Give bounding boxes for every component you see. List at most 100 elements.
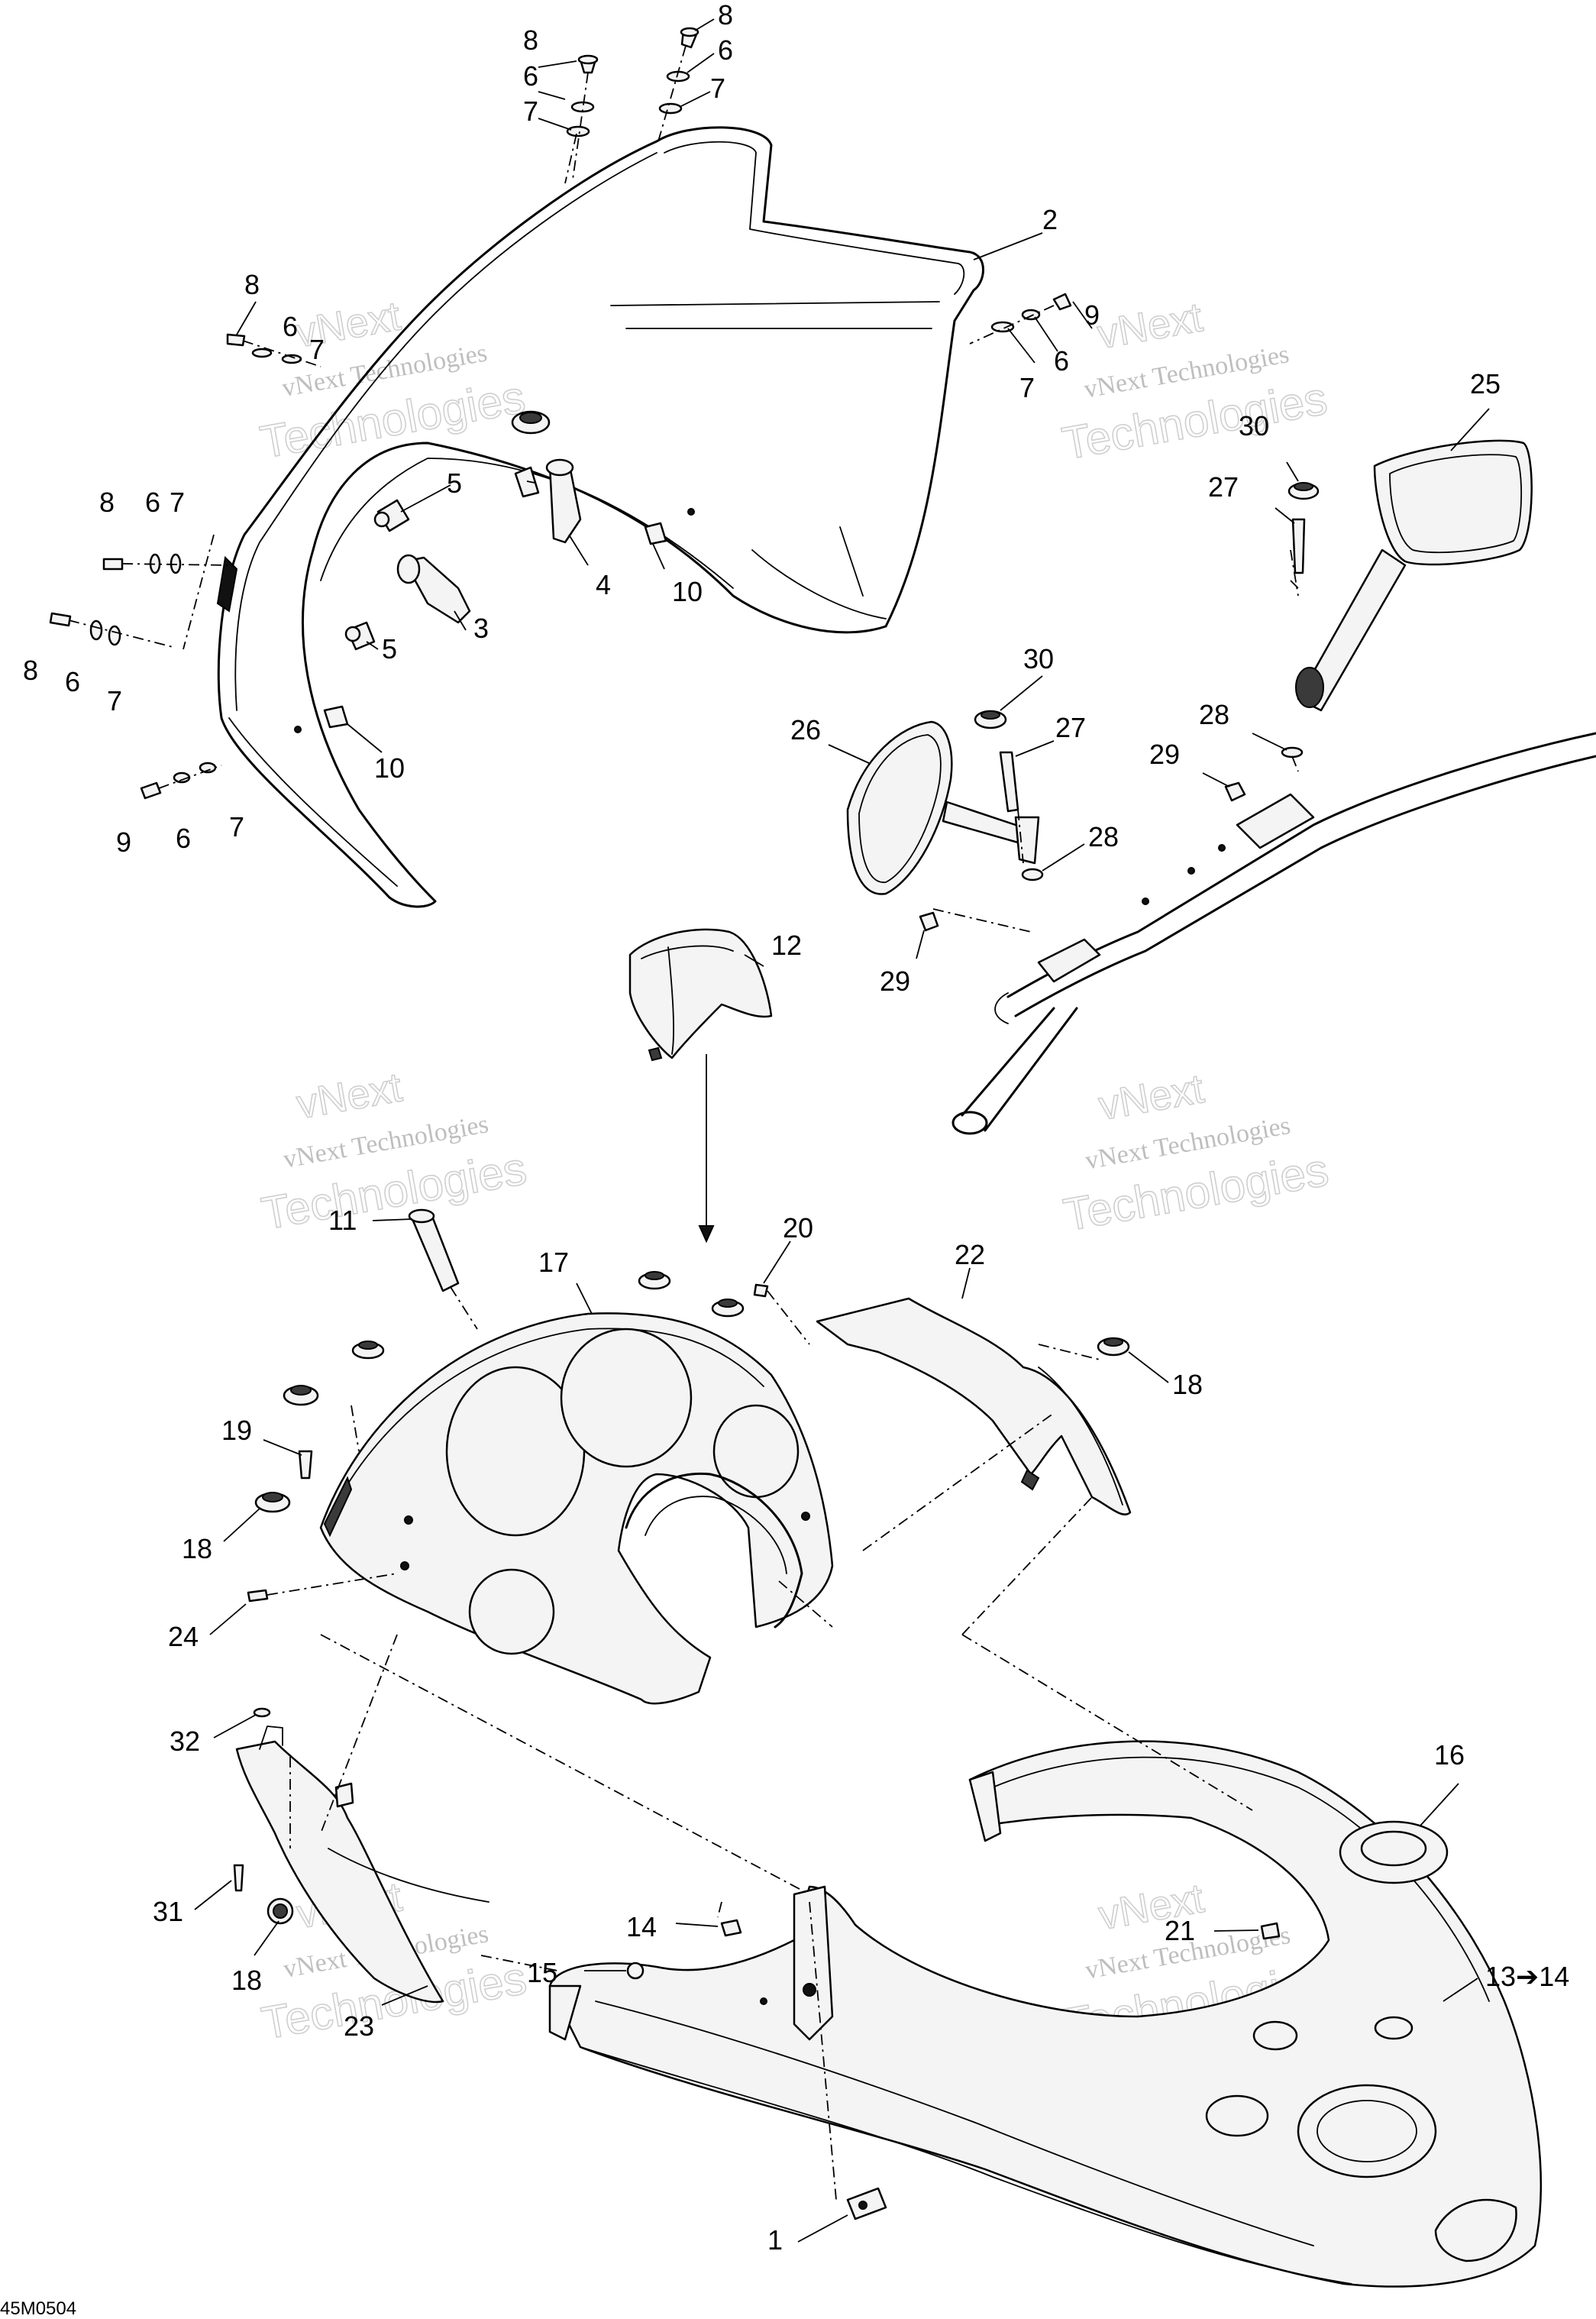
drawing-code: 45M0504 — [0, 2298, 76, 2319]
label-8-c: 8 — [244, 269, 260, 300]
label-29-a: 29 — [1149, 739, 1180, 770]
label-18-c: 18 — [231, 1965, 262, 1996]
label-6-f: 6 — [65, 666, 80, 697]
nut-29-right — [1224, 781, 1246, 802]
ring-16 — [1339, 1820, 1449, 1884]
screw-20 — [753, 1283, 810, 1345]
label-28-a: 28 — [1199, 699, 1229, 730]
label-3: 3 — [473, 613, 489, 644]
dashboard-17 — [319, 1312, 834, 1705]
label-25: 25 — [1470, 368, 1501, 399]
label-12: 12 — [771, 930, 802, 961]
label-7-f: 7 — [107, 685, 122, 716]
fastener-10a — [644, 508, 695, 545]
label-9-b: 9 — [116, 826, 131, 858]
svg-text:vNext: vNext — [1094, 294, 1206, 357]
watermark-top-left: vNext vNext Technologies Technologies — [256, 293, 529, 469]
label-24: 24 — [168, 1621, 199, 1652]
grommet-17c — [351, 1341, 385, 1360]
part-12-cover — [628, 928, 773, 1244]
label-7-b: 7 — [710, 73, 725, 104]
label-23: 23 — [344, 2010, 374, 2042]
label-10-a: 10 — [672, 576, 703, 607]
screw-15 — [626, 1962, 645, 1980]
grommet-18a — [283, 1385, 319, 1406]
label-30-a: 30 — [1239, 410, 1269, 441]
watermark-mid-left: vNext vNext Technologies Technologies — [257, 1064, 531, 1240]
svg-text:vNext: vNext — [1095, 1066, 1207, 1129]
screw-24 — [247, 1573, 398, 1603]
label-6-g: 6 — [176, 823, 191, 854]
label-21: 21 — [1165, 1915, 1195, 1946]
label-17: 17 — [538, 1247, 569, 1278]
label-28-b: 28 — [1088, 821, 1119, 852]
label-15: 15 — [527, 1957, 557, 1988]
part-11-socket — [408, 1208, 478, 1330]
label-32: 32 — [170, 1726, 200, 1757]
part-22-side-panel — [816, 1297, 1132, 1515]
label-5-a: 5 — [447, 467, 462, 499]
clip-14 — [717, 1901, 742, 1937]
label-26: 26 — [790, 714, 821, 746]
grommet-17a — [638, 1271, 671, 1290]
clip-21 — [1260, 1922, 1281, 1940]
label-10-b: 10 — [374, 752, 405, 784]
label-8-d: 8 — [99, 487, 115, 518]
label-7-c: 7 — [309, 334, 325, 365]
mirror-right-25 — [1290, 439, 1533, 712]
screw-31 — [233, 1864, 244, 1892]
windshield — [216, 126, 984, 908]
label-18-b: 18 — [182, 1533, 212, 1564]
label-1: 1 — [767, 2224, 783, 2256]
screw-stack-right — [969, 293, 1072, 344]
label-29-b: 29 — [880, 965, 910, 997]
label-22: 22 — [955, 1239, 985, 1270]
label-8-e: 8 — [23, 655, 38, 686]
fastener-grommet-top — [511, 410, 551, 435]
label-14: 14 — [626, 1911, 657, 1942]
leader-lines — [194, 18, 1490, 2243]
label-27-b: 27 — [1055, 712, 1086, 743]
nut-29-left — [919, 908, 1032, 933]
label-6-d: 6 — [1054, 345, 1069, 377]
label-13-to-14: 13➔14 — [1485, 1961, 1569, 1992]
mirror-left-26 — [846, 720, 1040, 895]
fastener-plug-5c — [514, 466, 540, 498]
fastener-well-nut-4 — [545, 458, 582, 544]
label-4: 4 — [596, 569, 611, 600]
label-7-d: 7 — [1019, 372, 1035, 403]
label-6-e: 6 — [145, 487, 160, 518]
label-6-a: 6 — [523, 60, 538, 92]
mirror-cap-30-left — [974, 710, 1007, 729]
screw-stack-left-mid — [102, 553, 230, 574]
grommet-18d — [267, 1897, 294, 1925]
label-6-b: 6 — [718, 34, 733, 66]
lower-body-13 — [548, 1740, 1543, 2288]
screw-stack-left-lower — [49, 612, 176, 648]
label-11: 11 — [328, 1205, 357, 1236]
label-7-e: 7 — [170, 487, 185, 518]
fastener-well-nut-left — [396, 554, 471, 624]
screw-19 — [298, 1450, 313, 1480]
label-7-g: 7 — [229, 811, 244, 843]
label-31: 31 — [153, 1896, 183, 1927]
label-6-c: 6 — [283, 311, 298, 342]
mirror-bolt-27-left — [999, 751, 1019, 813]
label-2: 2 — [1042, 204, 1058, 235]
fastener-rivet-5a — [373, 499, 410, 532]
screw-stack-top-right — [657, 27, 699, 142]
screw-stack-left-upper — [226, 333, 321, 367]
mirror-cap-30-right — [1287, 482, 1320, 500]
handlebar — [951, 732, 1596, 1135]
label-19: 19 — [221, 1415, 252, 1446]
part-23-side-cover — [235, 1726, 489, 2004]
label-8-a: 8 — [523, 24, 538, 56]
label-30-b: 30 — [1023, 643, 1054, 674]
grommet-18c — [1097, 1337, 1130, 1357]
part-labels: 8 6 7 8 6 7 2 8 6 7 9 6 7 5 8 6 7 4 10 3… — [23, 0, 1569, 2256]
label-9-a: 9 — [1084, 299, 1100, 331]
mirror-bolt-27-right — [1291, 518, 1306, 574]
label-7-a: 7 — [523, 95, 538, 127]
grommet-18b — [254, 1492, 291, 1513]
screw-stack-bottom — [140, 762, 222, 800]
